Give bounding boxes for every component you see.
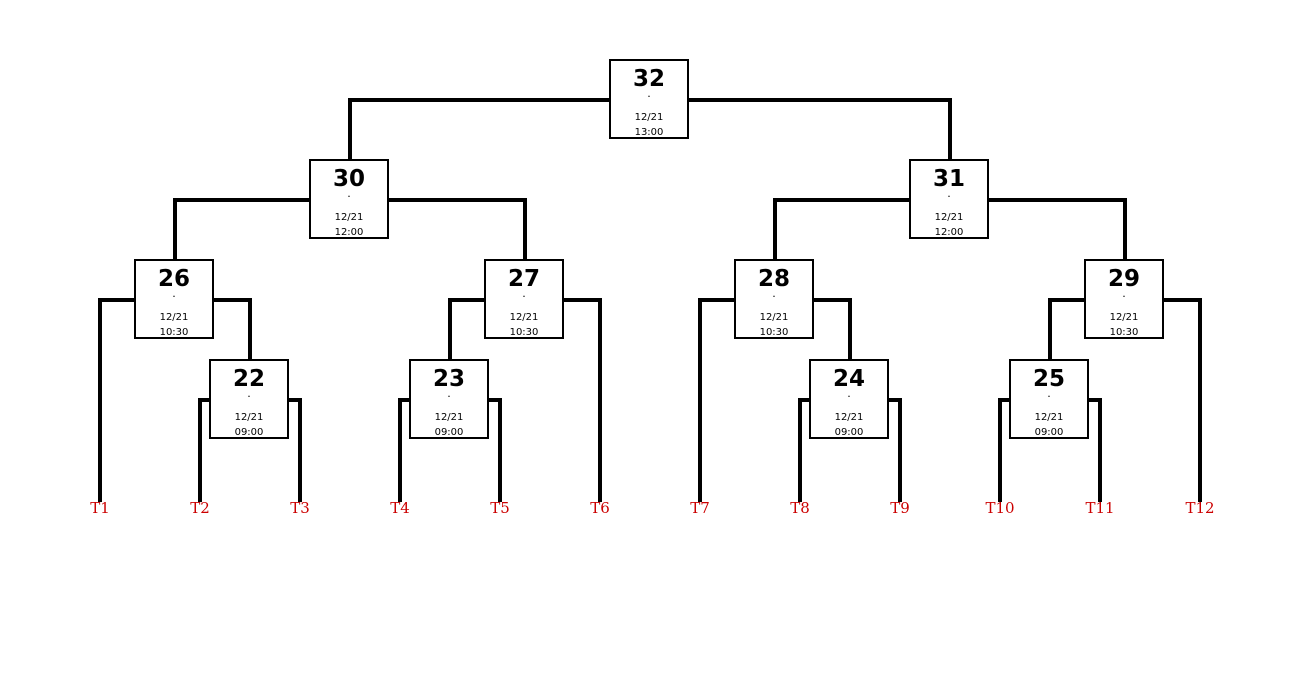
match-box-24: 24 · 12/21 09:00: [809, 359, 889, 439]
team-label-t6: T6: [590, 499, 610, 517]
team-label-t12: T12: [1185, 499, 1215, 517]
match-time: 10:30: [759, 327, 789, 338]
match-number: 23: [432, 366, 465, 392]
match-number: 22: [232, 366, 265, 392]
match-time: 10:30: [159, 327, 189, 338]
match-separator: ·: [847, 390, 851, 403]
match-number: 32: [632, 66, 665, 92]
match-box-22: 22 · 12/21 09:00: [209, 359, 289, 439]
team-label-t11: T11: [1085, 499, 1115, 517]
match-number: 31: [932, 166, 965, 192]
team-label-t8: T8: [790, 499, 810, 517]
match-time: 12:00: [934, 227, 964, 238]
match-box-32: 32 · 12/21 13:00: [609, 59, 689, 139]
match-time: 12:00: [334, 227, 364, 238]
team-label-t10: T10: [985, 499, 1015, 517]
match-separator: ·: [172, 290, 176, 303]
match-separator: ·: [647, 90, 651, 103]
match-number: 29: [1107, 266, 1140, 292]
match-number: 25: [1032, 366, 1065, 392]
match-time: 09:00: [1034, 427, 1064, 438]
match-separator: ·: [522, 290, 526, 303]
match-number: 27: [507, 266, 540, 292]
match-date: 12/21: [759, 312, 789, 323]
team-label-t7: T7: [690, 499, 710, 517]
match-number: 30: [332, 166, 365, 192]
match-number: 26: [157, 266, 190, 292]
match-time: 10:30: [509, 327, 539, 338]
match-date: 12/21: [434, 412, 464, 423]
match-number: 28: [757, 266, 790, 292]
match-date: 12/21: [1034, 412, 1064, 423]
match-separator: ·: [447, 390, 451, 403]
team-label-t5: T5: [490, 499, 510, 517]
match-separator: ·: [772, 290, 776, 303]
match-date: 12/21: [834, 412, 864, 423]
match-separator: ·: [1122, 290, 1126, 303]
match-separator: ·: [347, 190, 351, 203]
match-box-25: 25 · 12/21 09:00: [1009, 359, 1089, 439]
match-date: 12/21: [634, 112, 664, 123]
match-date: 12/21: [334, 212, 364, 223]
team-label-t1: T1: [90, 499, 110, 517]
match-time: 13:00: [634, 127, 664, 138]
match-date: 12/21: [934, 212, 964, 223]
match-time: 10:30: [1109, 327, 1139, 338]
match-date: 12/21: [159, 312, 189, 323]
match-box-27: 27 · 12/21 10:30: [484, 259, 564, 339]
match-separator: ·: [247, 390, 251, 403]
match-separator: ·: [947, 190, 951, 203]
match-date: 12/21: [234, 412, 264, 423]
team-label-t4: T4: [390, 499, 410, 517]
match-box-31: 31 · 12/21 12:00: [909, 159, 989, 239]
team-label-t9: T9: [890, 499, 910, 517]
match-date: 12/21: [509, 312, 539, 323]
match-box-28: 28 · 12/21 10:30: [734, 259, 814, 339]
match-box-26: 26 · 12/21 10:30: [134, 259, 214, 339]
team-label-t2: T2: [190, 499, 210, 517]
match-number: 24: [832, 366, 865, 392]
team-label-t3: T3: [290, 499, 310, 517]
match-box-30: 30 · 12/21 12:00: [309, 159, 389, 239]
match-separator: ·: [1047, 390, 1051, 403]
match-box-23: 23 · 12/21 09:00: [409, 359, 489, 439]
match-time: 09:00: [234, 427, 264, 438]
match-date: 12/21: [1109, 312, 1139, 323]
match-time: 09:00: [834, 427, 864, 438]
match-box-29: 29 · 12/21 10:30: [1084, 259, 1164, 339]
match-time: 09:00: [434, 427, 464, 438]
